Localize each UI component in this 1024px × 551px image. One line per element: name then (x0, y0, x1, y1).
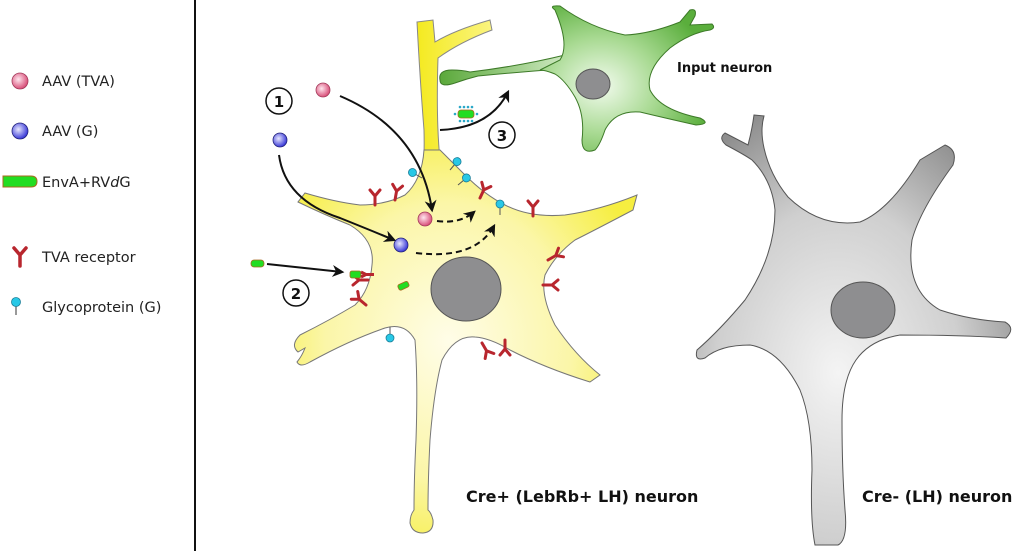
step-2-marker: 2 (282, 279, 310, 307)
input-neuron-label: Input neuron (677, 61, 772, 76)
input-neuron-axon (439, 54, 566, 86)
cre-minus-neuron-label: Cre- (LH) neuron (862, 487, 1012, 506)
input-neuron (439, 5, 715, 152)
glycoprotein-icon (385, 326, 395, 343)
glycoprotein-icon (11, 297, 21, 315)
step-1-marker: 1 (265, 87, 293, 115)
cre-plus-neuron-label: Cre+ (LebRb+ LH) neuron (466, 487, 698, 506)
input-neuron-nucleus (575, 68, 611, 100)
blue-sphere-icon (11, 122, 29, 140)
legend: AAV (TVA) AAV (G) EnvA+RVdG TVA receptor… (2, 72, 161, 316)
svg-text:2: 2 (291, 285, 301, 303)
cre-plus-neuron (294, 19, 638, 534)
cre-minus-nucleus (830, 281, 896, 339)
arrow-rabies-entry (266, 263, 345, 277)
legend-label: Glycoprotein (G) (42, 300, 161, 316)
legend-item-tva-receptor: TVA receptor (12, 246, 136, 268)
arrow-trans-synaptic (439, 89, 510, 131)
cre-plus-nucleus (430, 256, 502, 322)
pink-sphere-icon (11, 72, 29, 90)
legend-label: AAV (TVA) (42, 74, 115, 90)
cre-minus-neuron (695, 114, 1012, 546)
arrow-aav-g-entry (278, 154, 397, 242)
tva-receptor-icon (368, 188, 382, 207)
arrow-aav-tva-entry (339, 95, 437, 213)
legend-label: EnvA+RVdG (42, 175, 131, 191)
rabies-particle (250, 259, 265, 268)
arrows (266, 89, 510, 277)
tva-receptor-icon (476, 339, 496, 360)
rabies-with-glycoprotein-icon (453, 105, 479, 123)
tva-receptor-icon (12, 246, 28, 268)
aav-g-particle-inside (393, 237, 409, 253)
legend-label: TVA receptor (41, 250, 136, 266)
aav-tva-particle-inside (417, 211, 433, 227)
tva-receptor-icon (541, 278, 560, 292)
rabies-particle-inside (397, 281, 410, 291)
legend-item-aav-tva: AAV (TVA) (11, 72, 115, 90)
arrow-dashed-tva (436, 210, 476, 223)
legend-item-glycoprotein: Glycoprotein (G) (11, 297, 161, 316)
legend-item-envA-rvdg: EnvA+RVdG (2, 175, 131, 191)
legend-item-aav-g: AAV (G) (11, 122, 98, 140)
svg-text:3: 3 (497, 127, 507, 145)
green-capsule-icon (2, 175, 38, 188)
arrow-dashed-g (415, 223, 496, 256)
aav-g-particle (272, 132, 288, 148)
input-neuron-cell-body (539, 5, 715, 152)
step-3-marker: 3 (488, 121, 516, 149)
svg-text:1: 1 (274, 93, 284, 111)
legend-label: AAV (G) (42, 124, 98, 140)
rabies-bound-receptor (349, 270, 374, 279)
aav-tva-particle (315, 82, 331, 98)
cre-plus-cell-body (294, 149, 638, 534)
